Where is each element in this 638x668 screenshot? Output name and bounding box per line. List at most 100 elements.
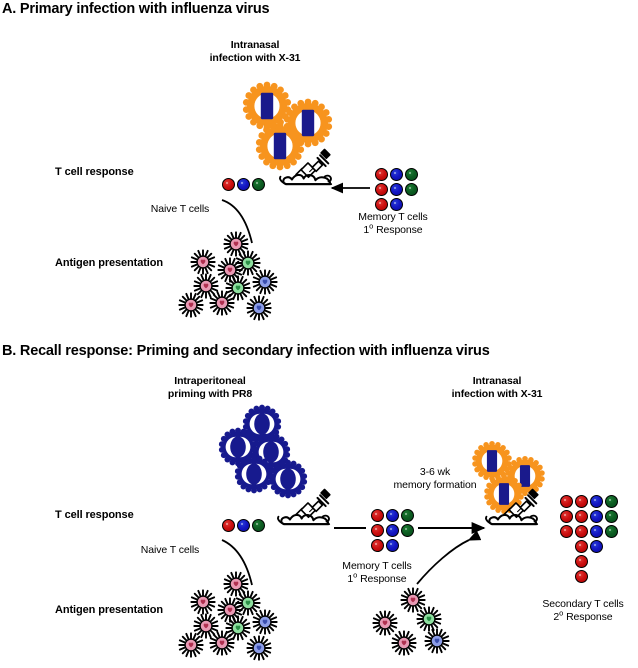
dendritic-cell-icon <box>253 270 276 293</box>
panel-b-infection-header-line2: infection with X-31 <box>451 388 543 400</box>
dendritic-cell-cluster-b-right <box>373 588 448 654</box>
tcell-blue <box>386 524 399 537</box>
virus-pr8-icon <box>218 427 258 467</box>
tcell-highlight <box>226 181 229 184</box>
tcell-highlight <box>241 522 244 525</box>
dendritic-cell-icon <box>373 611 396 634</box>
panel-b-priming-header: Intraperitoneal priming with PR8 <box>140 375 280 401</box>
dendritic-cell-icon <box>210 631 233 654</box>
tcell-blue <box>390 183 403 196</box>
virus-x31-icon <box>242 81 292 131</box>
tcell-highlight <box>379 186 382 189</box>
tcell-red <box>375 198 388 211</box>
dendritic-cell-icon <box>226 616 249 639</box>
memory-formation-line2: memory formation <box>393 479 477 491</box>
panel-b-secondary-label: Secondary T cells 2o Response <box>528 598 638 624</box>
dendritic-cell-icon <box>191 250 214 273</box>
memory-response-sup: o <box>353 570 358 580</box>
panel-b-title: B. Recall response: Priming and secondar… <box>2 343 490 359</box>
tcell-red <box>222 178 235 191</box>
panel-a-memory-label: Memory T cells 1o Response <box>333 211 453 237</box>
dendritic-cell-icon <box>218 598 241 621</box>
dendritic-cell-icon <box>425 629 448 652</box>
tcell-red <box>560 510 573 523</box>
panel-b-memory-formation-label: 3-6 wk memory formation <box>380 466 490 492</box>
tcell-highlight <box>579 543 582 546</box>
dendritic-cell-icon <box>210 291 233 314</box>
tcell-highlight <box>379 201 382 204</box>
dendritic-cell-cluster-a <box>179 232 276 319</box>
virus-pr8-icon <box>251 432 291 472</box>
tcell-highlight <box>594 528 597 531</box>
tcell-highlight <box>405 527 408 530</box>
dendritic-cell-icon <box>191 590 214 613</box>
panel-a-infection-header: Intranasal infection with X-31 <box>175 39 335 65</box>
secondary-label-line2: 2o Response <box>528 608 638 624</box>
panel-b-memory-label-line2: 1o Response <box>317 570 437 586</box>
tcell-highlight <box>579 573 582 576</box>
secondary-response-prefix: 2 <box>553 611 560 623</box>
virus-pr8-icon <box>234 454 274 494</box>
mouse-icon <box>484 513 539 526</box>
secondary-label-line1: Secondary T cells <box>542 598 624 610</box>
tcell-red <box>371 509 384 522</box>
tcell-highlight <box>256 181 259 184</box>
tcell-highlight <box>375 542 378 545</box>
tcell-highlight <box>409 171 412 174</box>
virus-pr8-icon <box>268 459 308 499</box>
tcell-green <box>405 183 418 196</box>
tcell-green <box>401 509 414 522</box>
syringe-icon <box>295 488 331 519</box>
memory-response-suffix: Response <box>373 224 423 236</box>
tcell-blue <box>590 525 603 538</box>
tcell-red <box>375 183 388 196</box>
tcell-red <box>575 570 588 583</box>
tcell-highlight <box>564 498 567 501</box>
mouse-icon <box>278 173 333 186</box>
tcell-highlight <box>579 513 582 516</box>
tcell-highlight <box>241 181 244 184</box>
tcell-highlight <box>594 498 597 501</box>
tcell-highlight <box>394 186 397 189</box>
mouse-icon <box>276 513 331 526</box>
dendritic-cell-icon <box>236 591 259 614</box>
panel-b-priming-header-line1: Intraperitoneal <box>174 375 246 387</box>
tcell-red <box>560 525 573 538</box>
tcell-green <box>605 510 618 523</box>
tcell-red <box>575 540 588 553</box>
panel-b-memory-label: Memory T cells 1o Response <box>317 560 437 586</box>
tcell-red <box>575 510 588 523</box>
tcell-red <box>560 495 573 508</box>
tcell-highlight <box>405 512 408 515</box>
tcell-highlight <box>579 528 582 531</box>
tcell-highlight <box>394 201 397 204</box>
dendritic-cell-icon <box>236 251 259 274</box>
dendritic-cell-icon <box>224 232 247 255</box>
dendritic-cell-icon <box>224 572 247 595</box>
virus-x31-icon <box>484 473 524 515</box>
dendritic-cell-icon <box>194 274 217 297</box>
dendritic-cell-icon <box>218 258 241 281</box>
memory-response-prefix: 1 <box>347 573 354 585</box>
panel-a-infection-header-line2: infection with X-31 <box>209 52 301 64</box>
dendritic-cell-icon <box>392 631 415 654</box>
tcell-green <box>252 519 265 532</box>
tcell-highlight <box>609 498 612 501</box>
tcell-highlight <box>409 186 412 189</box>
syringe-icon <box>295 148 331 179</box>
secondary-response-sup: o <box>559 608 564 618</box>
tcell-red <box>371 539 384 552</box>
secondary-response-suffix: Response <box>563 611 613 623</box>
tcell-green <box>605 495 618 508</box>
tcell-highlight <box>579 498 582 501</box>
panel-a-memory-label-line1: Memory T cells <box>358 211 428 223</box>
dendritic-cell-icon <box>194 614 217 637</box>
tcell-highlight <box>579 558 582 561</box>
memory-response-suffix: Response <box>357 573 407 585</box>
dendritic-cell-icon <box>253 610 276 633</box>
tcell-green <box>605 525 618 538</box>
panel-b-infection-header: Intranasal infection with X-31 <box>427 375 567 401</box>
dendritic-cell-icon <box>179 293 202 316</box>
tcell-blue <box>390 198 403 211</box>
